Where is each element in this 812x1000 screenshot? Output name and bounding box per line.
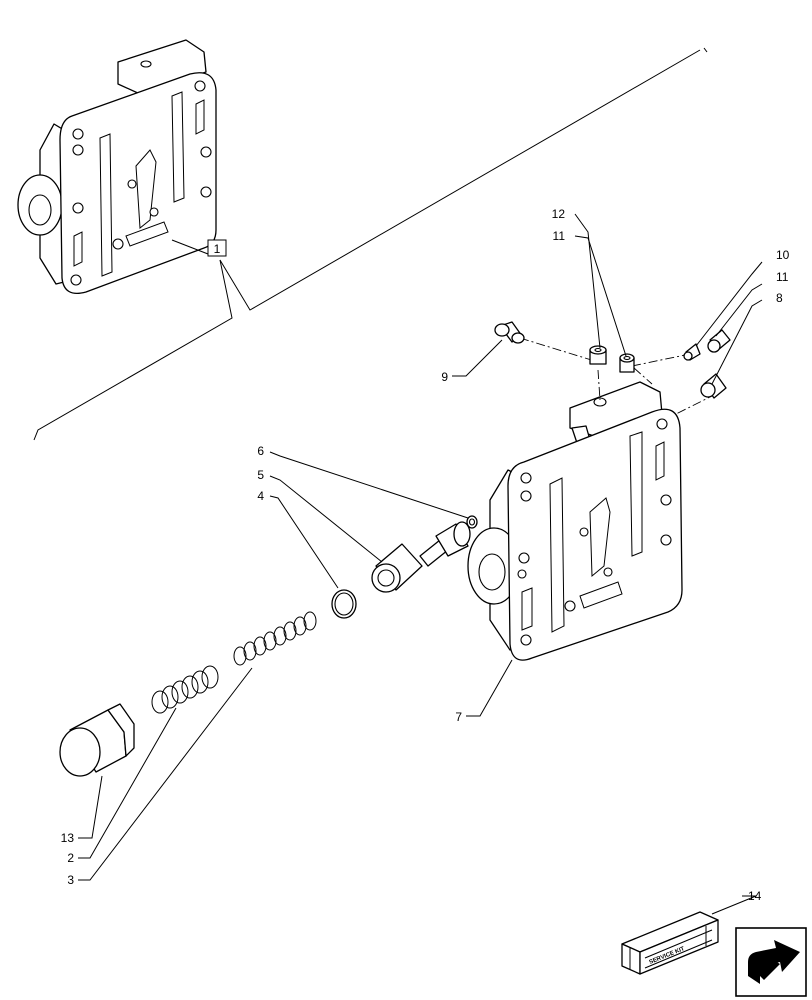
callout-12: 12 [552,207,566,221]
callout-4: 4 [257,489,264,503]
callout-10: 10 [776,248,790,262]
callout-2: 2 [67,851,74,865]
part-9-plug [494,321,525,344]
callout-3: 3 [67,873,74,887]
part-10-plug [683,343,701,361]
callout-7: 7 [455,710,462,724]
part-11-plug [707,329,731,353]
callout-11-right: 11 [776,270,789,284]
part-5-piston [371,521,471,593]
valve-body-assembly-1 [17,39,217,295]
callout-1: 1 [214,242,221,256]
part-4-circlip [331,589,357,619]
valve-body-7 [467,381,683,661]
callout-8: 8 [776,291,783,305]
callout-14: 14 [748,889,762,903]
callout-1-box [207,239,227,257]
part-12-seat [619,353,635,373]
callout-6: 6 [257,444,264,458]
next-page-arrow-icon[interactable] [735,927,807,997]
callout-9: 9 [441,370,448,384]
part-13-cap [59,703,135,777]
callout-5: 5 [257,468,264,482]
callout-13: 13 [61,831,75,845]
service-kit-box-icon: SERVICE KIT [621,911,719,975]
part-3-spring [233,611,317,666]
part-11-seat [589,345,607,365]
callout-11-top: 11 [553,229,566,243]
part-2-spring [151,665,219,714]
part-8-plug [700,373,727,399]
